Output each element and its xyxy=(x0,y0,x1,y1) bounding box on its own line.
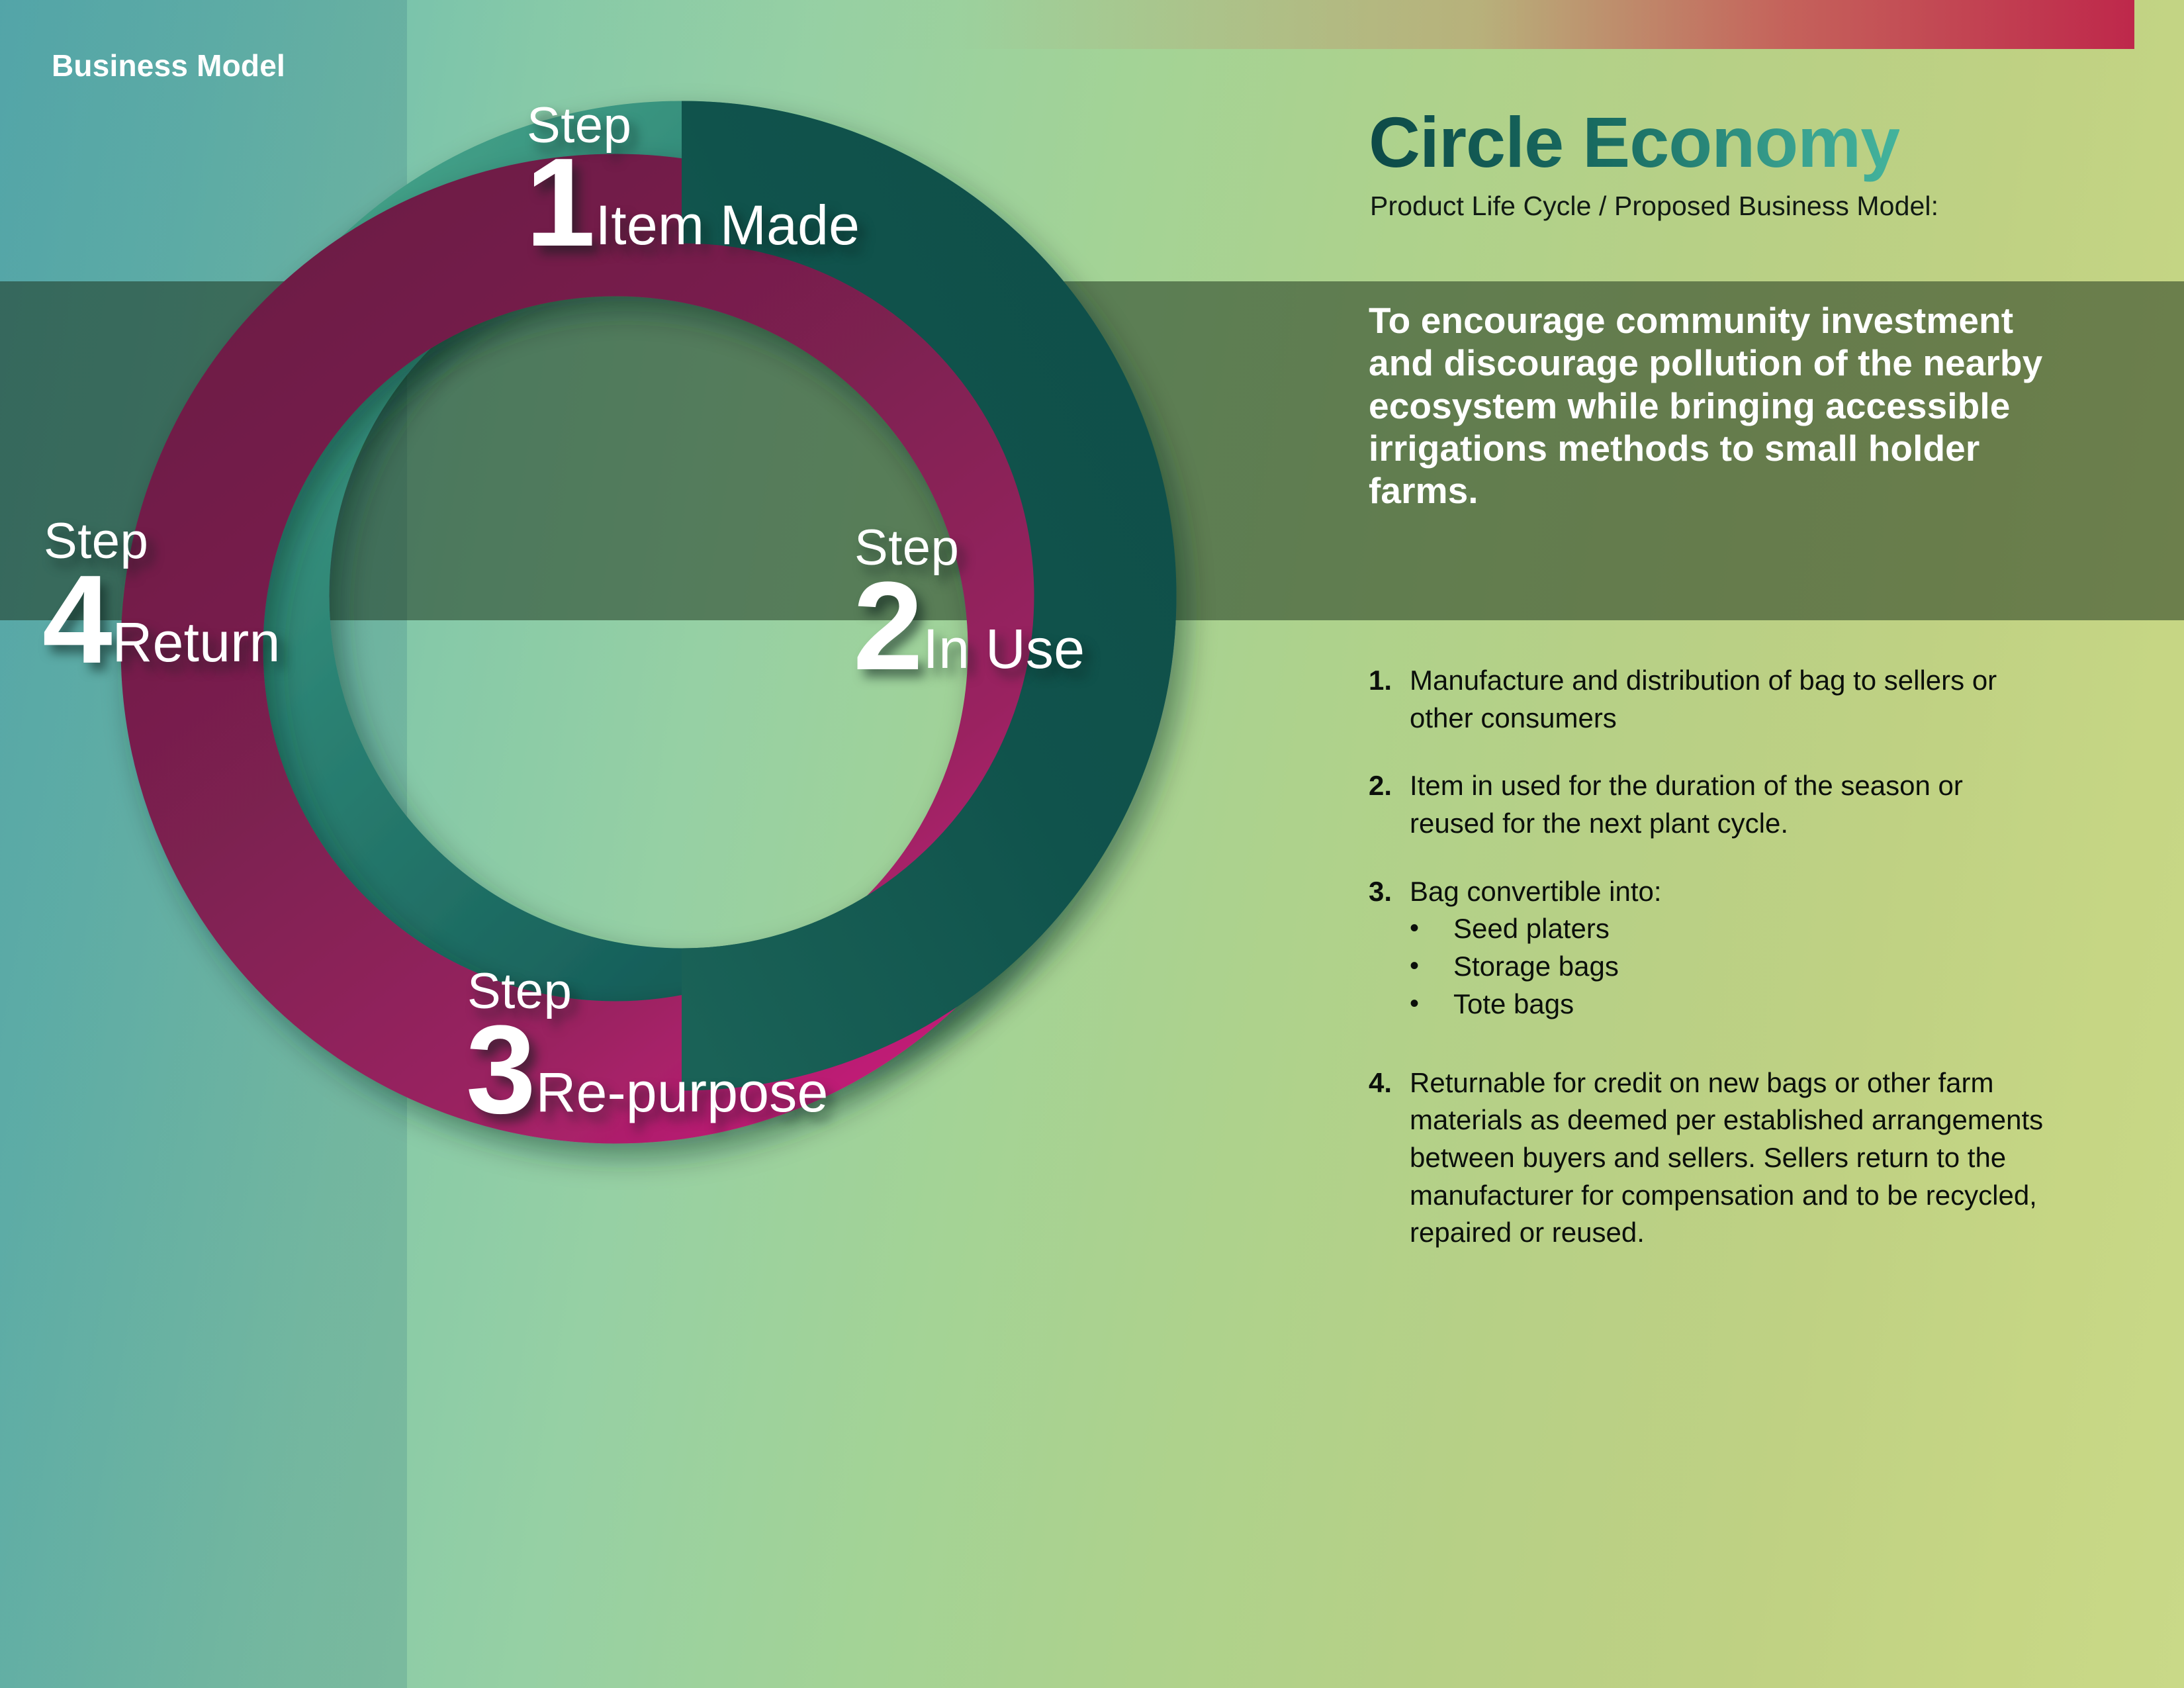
background-top-gradient-strip xyxy=(407,0,2134,49)
step-1-name: Item Made xyxy=(595,193,860,256)
mission-statement: To encourage community investment and di… xyxy=(1369,300,2043,512)
bullet-dot-icon: • xyxy=(1410,988,1420,1018)
step-4-label: Step 4 Return xyxy=(40,513,281,690)
list-item-text: Bag convertible into: xyxy=(1410,875,1662,907)
list-item: 4. Returnable for credit on new bags or … xyxy=(1369,1064,2044,1252)
sub-bullet-list: • Seed platers • Storage bags • Tote bag… xyxy=(1410,910,2044,1023)
step-2-number: 2 xyxy=(853,556,923,696)
list-item: 3. Bag convertible into: • Seed platers … xyxy=(1369,873,2044,1023)
bullet-dot-icon: • xyxy=(1410,951,1420,981)
list-item-text: Returnable for credit on new bags or oth… xyxy=(1410,1066,2044,1248)
numbered-steps-list: 1. Manufacture and distribution of bag t… xyxy=(1369,662,2044,1282)
list-item: 2. Item in used for the duration of the … xyxy=(1369,767,2044,842)
brand-title: Circle Economy xyxy=(1369,102,1900,182)
step-3-word: Step xyxy=(467,963,572,1019)
step-3-number: 3 xyxy=(466,1000,536,1140)
list-item: 1. Manufacture and distribution of bag t… xyxy=(1369,662,2044,737)
step-1-label: Step 1 Item Made xyxy=(523,97,860,273)
step-3-name: Re-purpose xyxy=(535,1060,829,1123)
brand-subtitle: Product Life Cycle / Proposed Business M… xyxy=(1370,191,1939,221)
step-4-number: 4 xyxy=(42,549,113,690)
list-item-marker: 4. xyxy=(1369,1066,1392,1098)
list-item: • Tote bags xyxy=(1410,986,2044,1023)
step-4-name: Return xyxy=(112,610,281,673)
ring-segment-teal-crossover xyxy=(681,101,1177,1091)
step-3-label: Step 3 Re-purpose xyxy=(463,963,829,1140)
list-item-body: Bag convertible into: • Seed platers • S… xyxy=(1410,873,2044,1023)
sub-bullet-text: Tote bags xyxy=(1453,988,1574,1019)
list-item-text: Item in used for the duration of the sea… xyxy=(1410,770,1963,839)
list-item-marker: 1. xyxy=(1369,665,1392,696)
sub-bullet-text: Storage bags xyxy=(1453,951,1619,982)
circle-economy-ring-diagram xyxy=(86,79,1251,1244)
bullet-dot-icon: • xyxy=(1410,914,1420,943)
step-1-number: 1 xyxy=(525,132,596,273)
right-content-column: Circle Economy Product Life Cycle / Prop… xyxy=(1369,0,2143,1688)
sub-bullet-text: Seed platers xyxy=(1453,913,1610,945)
page-title: Business Model xyxy=(52,48,285,83)
step-2-word: Step xyxy=(854,520,960,576)
list-item-marker: 3. xyxy=(1369,875,1392,907)
list-item-text: Manufacture and distribution of bag to s… xyxy=(1410,665,1997,733)
list-item: • Seed platers xyxy=(1410,910,2044,948)
list-item: • Storage bags xyxy=(1410,948,2044,986)
step-4-word: Step xyxy=(44,513,149,569)
step-2-name: In Use xyxy=(923,617,1085,680)
step-1-word: Step xyxy=(527,97,632,154)
step-2-label: Step 2 In Use xyxy=(850,520,1085,696)
list-item-marker: 2. xyxy=(1369,770,1392,802)
